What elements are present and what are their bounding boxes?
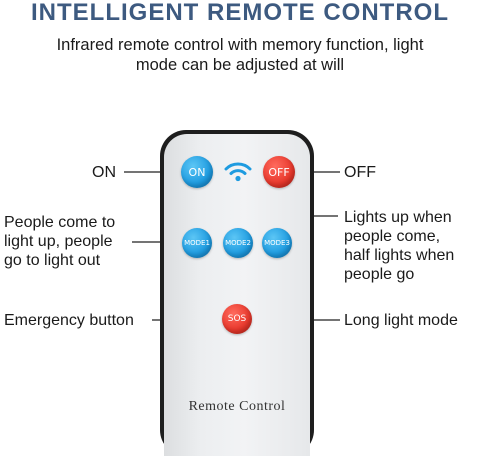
on-label: ON (92, 164, 116, 181)
subtitle-line-1: Infrared remote control with memory func… (56, 36, 424, 54)
off-button-label: OFF (268, 165, 290, 179)
mode1-description-line: People come to (4, 214, 116, 231)
wifi-icon (224, 162, 252, 182)
mode1-description-line: go to light out (4, 252, 101, 269)
mode2-description-line: people come, (344, 228, 441, 245)
mode1-button-label: MODE1 (184, 239, 210, 247)
mode3-button-label: MODE3 (264, 239, 290, 247)
sos-button[interactable]: SOS (222, 304, 252, 334)
on-button-label: ON (188, 165, 206, 179)
mode2-description-line: half lights when (344, 247, 455, 264)
mode1-description: People come to light up, people go to li… (4, 213, 134, 270)
long-light-label: Long light mode (344, 312, 458, 329)
sos-button-label: SOS (227, 314, 247, 324)
mode2-description: Lights up when people come, half lights … (344, 208, 478, 284)
mode2-button[interactable]: MODE2 (223, 228, 253, 258)
on-button[interactable]: ON (181, 156, 213, 188)
mode2-description-line: people go (344, 266, 415, 283)
mode2-description-line: Lights up when (344, 209, 452, 226)
mode2-button-label: MODE2 (225, 239, 251, 247)
remote-brand-text: Remote Control (188, 399, 286, 414)
mode1-description-line: light up, people (4, 233, 113, 250)
remote-face: ON OFF MODE1 MODE2 MODE3 SOS Remote Cont… (164, 134, 310, 456)
off-button[interactable]: OFF (263, 156, 295, 188)
mode3-button[interactable]: MODE3 (262, 228, 292, 258)
page-subtitle: Infrared remote control with memory func… (10, 35, 470, 75)
subtitle-line-2: mode can be adjusted at will (135, 56, 345, 74)
mode1-button[interactable]: MODE1 (182, 228, 212, 258)
remote-control: ON OFF MODE1 MODE2 MODE3 SOS Remote Cont… (160, 130, 314, 456)
off-label: OFF (344, 164, 376, 181)
emergency-label: Emergency button (4, 312, 134, 329)
page-title: INTELLIGENT REMOTE CONTROL (31, 0, 449, 26)
